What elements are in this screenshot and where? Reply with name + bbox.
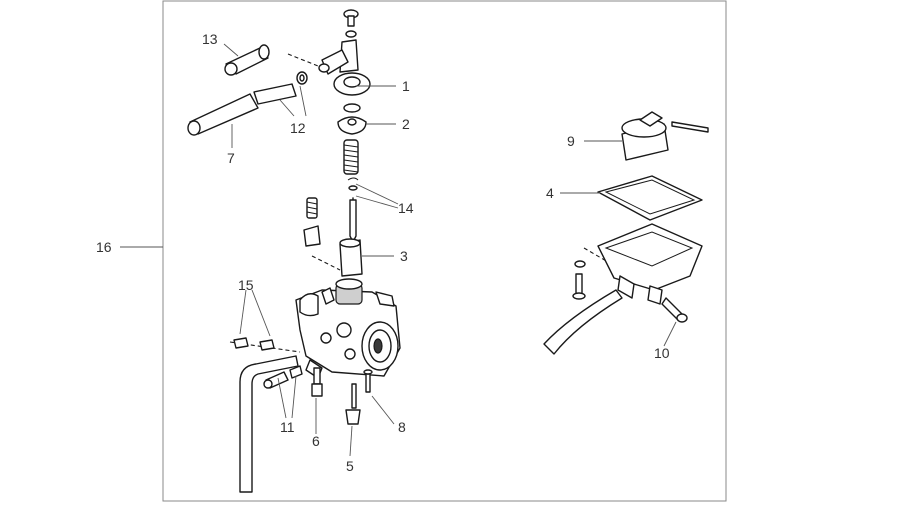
part-6-pin [311,367,323,397]
part-2-plate [337,103,367,135]
part-8-screw [363,369,373,393]
label-8: 8 [398,419,406,435]
carburetor-body [295,278,401,379]
drain-hose-right [543,289,623,355]
top-screw [343,9,359,38]
label-11: 11 [280,419,295,435]
part-1-cap-elbow [318,39,371,96]
guide-line-13 [287,53,319,67]
label-15: 15 [238,277,254,293]
label-2: 2 [402,116,410,132]
label-4: 4 [546,185,554,201]
guide-line-slide [311,255,341,271]
small-spring-left [303,197,321,247]
spring [343,139,359,175]
diagram-frame [162,0,727,502]
bowl-screw [572,260,586,300]
label-3: 3 [400,248,408,264]
label-16: 16 [96,239,112,255]
part-7-boot [187,93,259,136]
part-9-float [621,111,709,161]
label-14: 14 [398,200,414,216]
part-12-sleeve [253,71,308,105]
part-3-slide [339,238,363,277]
drain-tube [239,355,299,493]
label-6: 6 [312,433,320,449]
guide-line-bowl [583,247,609,263]
part-11-screws [263,365,303,389]
label-10: 10 [654,345,670,361]
part-10-screw [661,297,688,323]
float-bowl [597,223,703,305]
label-7: 7 [227,150,235,166]
label-9: 9 [567,133,575,149]
part-4-gasket [597,175,703,221]
label-12: 12 [290,120,306,136]
label-1: 1 [402,78,410,94]
part-13-hose-cap [224,44,270,76]
part-5-jet [345,383,361,425]
label-13: 13 [202,31,218,47]
label-5: 5 [346,458,354,474]
part-14-clip-needle [347,177,359,243]
part-15-jets [233,337,275,351]
